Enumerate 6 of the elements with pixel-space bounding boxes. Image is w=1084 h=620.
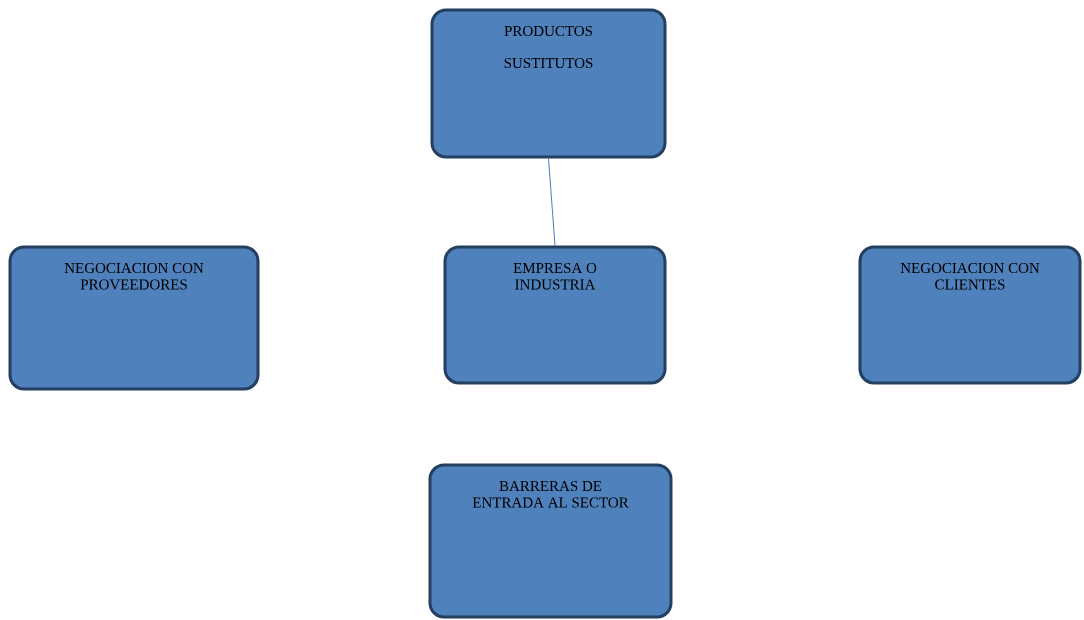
connector-line	[548, 158, 556, 246]
rounded-box: EMPRESA O INDUSTRIA	[443, 245, 667, 385]
rounded-box: NEGOCIACION CON PROVEEDORES	[8, 245, 260, 391]
rounded-box: PRODUCTOS SUSTITUTOS	[430, 8, 667, 159]
rounded-box: BARRERAS DE ENTRADA AL SECTOR	[428, 463, 673, 619]
rounded-box: NEGOCIACION CON CLIENTES	[858, 245, 1082, 385]
